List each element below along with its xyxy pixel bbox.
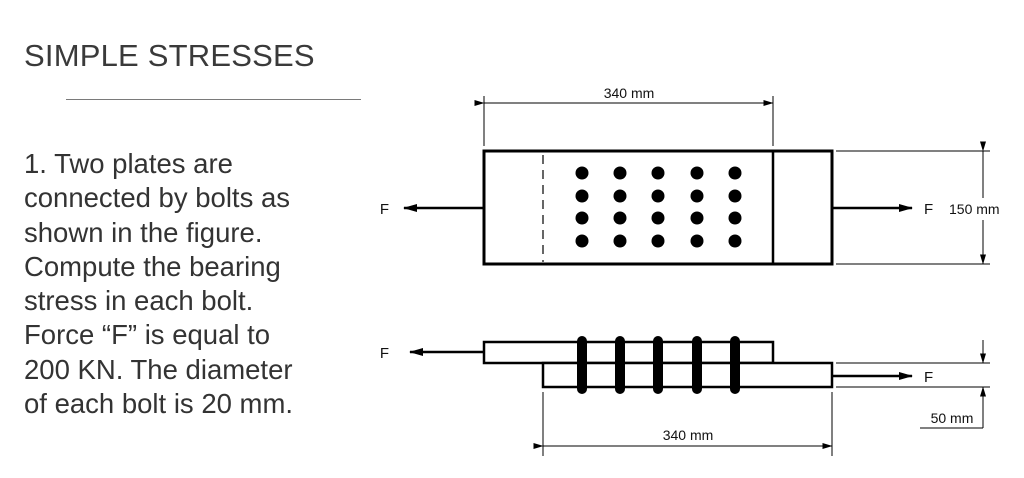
bolt-hole bbox=[690, 234, 704, 248]
problem-line: shown in the figure. bbox=[24, 216, 263, 248]
bolt-hole bbox=[575, 211, 589, 225]
bolt-hole bbox=[690, 189, 704, 203]
bolt bbox=[730, 336, 740, 394]
bolt-hole bbox=[728, 211, 742, 225]
bolt-hole bbox=[613, 211, 627, 225]
bolt-grid bbox=[575, 166, 742, 248]
dimension-label: 340 mm bbox=[604, 85, 655, 101]
force-label-left: F bbox=[380, 345, 389, 362]
bolt-hole bbox=[728, 166, 742, 180]
bolt bbox=[577, 336, 587, 394]
problem-line: of each bolt is 20 mm. bbox=[24, 388, 294, 420]
bolt bbox=[692, 336, 702, 394]
bolt-hole bbox=[651, 189, 665, 203]
top-dimension-340: 340 mm bbox=[474, 85, 774, 146]
bolt-hole bbox=[651, 166, 665, 180]
dimension-label: 150 mm bbox=[949, 201, 1000, 217]
side-view: F F 340 mm 50 mm bbox=[380, 336, 990, 456]
bolt bbox=[653, 336, 663, 394]
bolt-hole bbox=[651, 211, 665, 225]
problem-line: 200 KN. The diameter bbox=[24, 353, 293, 385]
bottom-dimension-340: 340 mm bbox=[533, 392, 833, 456]
bolt-hole bbox=[613, 189, 627, 203]
upper-plate bbox=[482, 340, 775, 365]
bolt-hole bbox=[728, 189, 742, 203]
title-divider bbox=[66, 99, 361, 100]
dimension-label: 50 mm bbox=[931, 410, 974, 426]
page-title: SIMPLE STRESSES bbox=[24, 38, 315, 73]
force-label-right: F bbox=[924, 369, 933, 386]
problem-line: connected by bolts as bbox=[24, 182, 291, 214]
problem-statement: 1. Two plates are connected by bolts as … bbox=[24, 147, 364, 421]
top-view: 340 mm bbox=[380, 85, 1000, 266]
right-dimension-50: 50 mm bbox=[836, 340, 990, 429]
bolt-hole bbox=[728, 234, 742, 248]
bolt-hole bbox=[613, 234, 627, 248]
bolt-hole bbox=[613, 166, 627, 180]
bolt-hole bbox=[651, 234, 665, 248]
bolt-hole bbox=[690, 211, 704, 225]
problem-line: 1. Two plates are bbox=[24, 148, 233, 179]
problem-line: stress in each bolt. bbox=[24, 285, 254, 317]
bolt-hole bbox=[690, 166, 704, 180]
problem-line: Force “F” is equal to bbox=[24, 319, 271, 351]
dimension-label: 340 mm bbox=[663, 427, 714, 443]
bolt-hole bbox=[575, 189, 589, 203]
right-dimension-150: 150 mm bbox=[836, 141, 1000, 265]
bolt bbox=[615, 336, 625, 394]
force-label-right: F bbox=[924, 201, 933, 218]
bolt-hole bbox=[575, 234, 589, 248]
bolt-hole bbox=[575, 166, 589, 180]
side-bolts bbox=[577, 336, 740, 394]
problem-line: Compute the bearing bbox=[24, 250, 281, 282]
force-label-left: F bbox=[380, 201, 389, 218]
